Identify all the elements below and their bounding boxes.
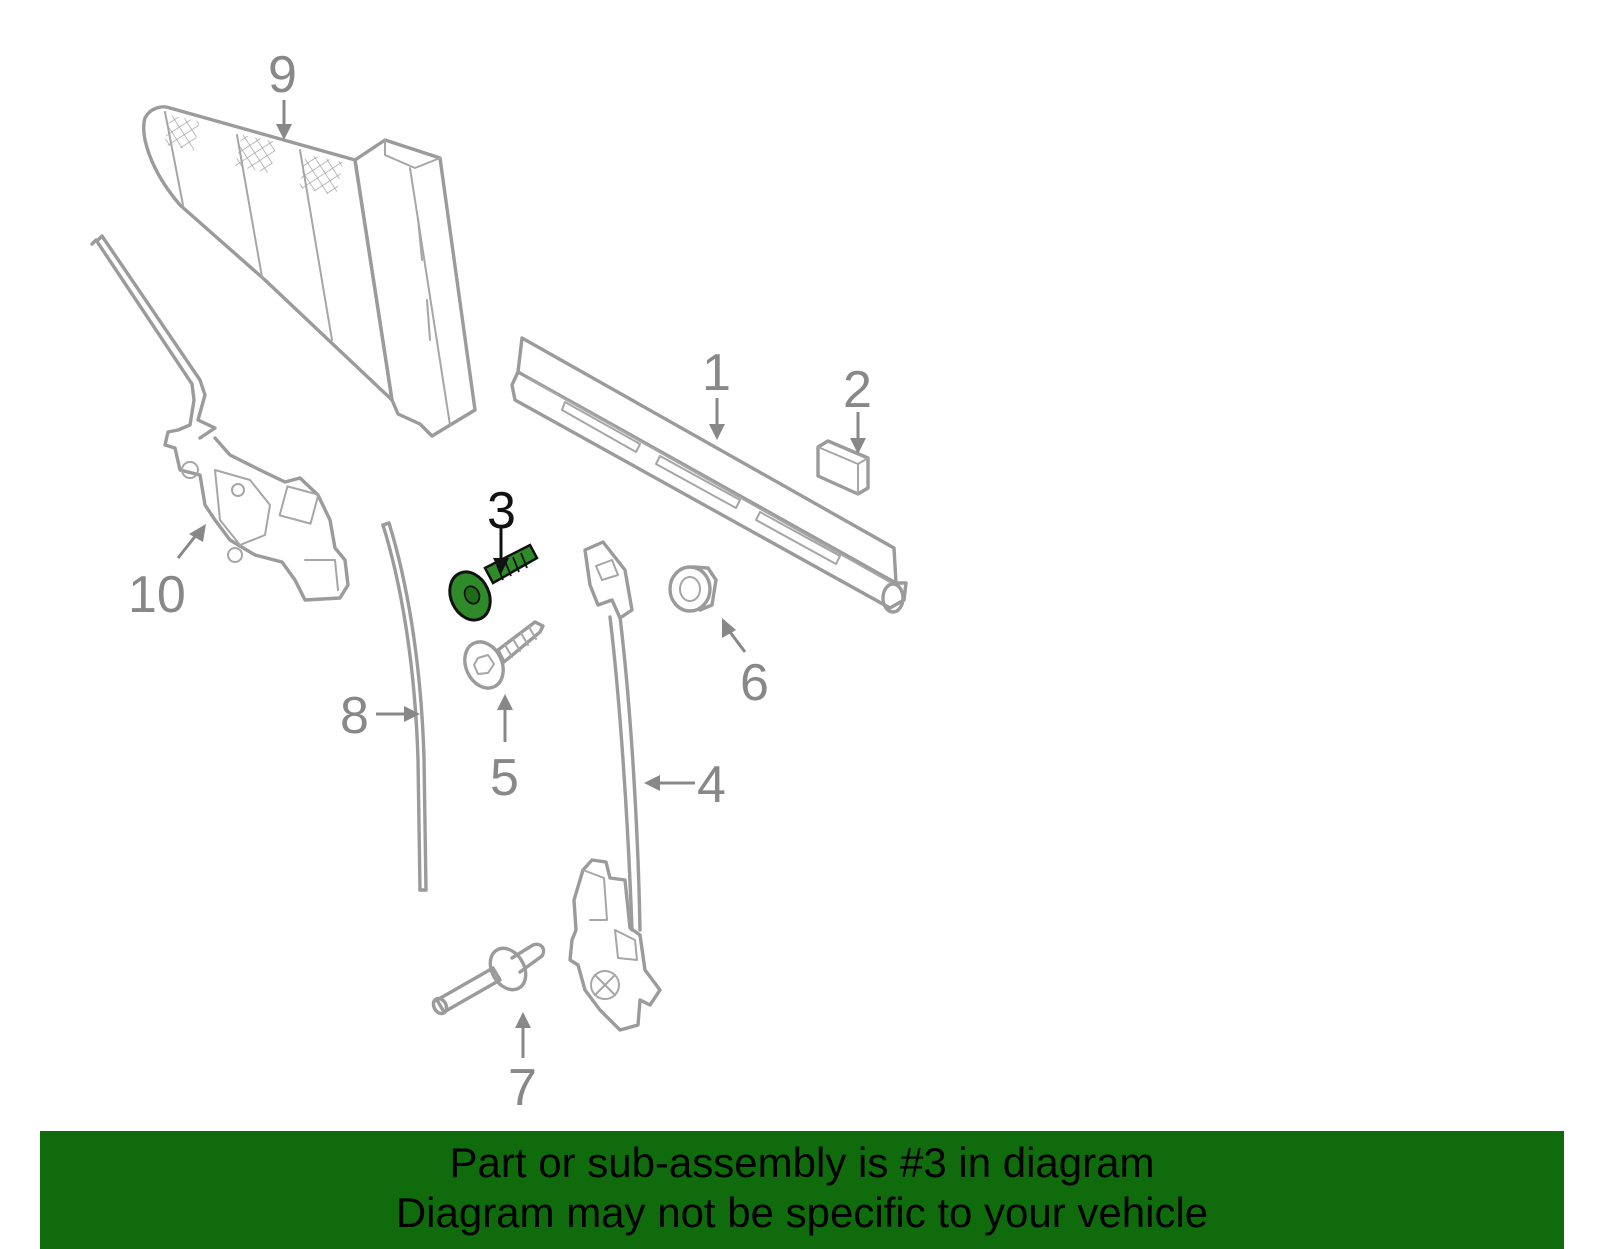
callout-2: 2 xyxy=(843,361,872,419)
banner-line-1: Part or sub-assembly is #3 in diagram xyxy=(449,1139,1155,1186)
part-8-guide-strip[interactable] xyxy=(381,521,428,892)
callout-3: 3 xyxy=(487,482,516,540)
callout-9: 9 xyxy=(268,46,297,104)
callout-1: 1 xyxy=(702,344,731,402)
part-10-regulator-bracket[interactable] xyxy=(90,234,350,602)
callout-6: 6 xyxy=(740,654,769,712)
callout-7: 7 xyxy=(508,1059,537,1117)
banner-line-2: Diagram may not be specific to your vehi… xyxy=(395,1189,1209,1236)
callout-5: 5 xyxy=(490,749,519,807)
callout-10: 10 xyxy=(128,566,186,624)
info-banner: Part or sub-assembly is #3 in diagram Di… xyxy=(40,1131,1564,1249)
parts-diagram: 9 10 1 2 3 5 6 8 4 7 xyxy=(90,46,908,1117)
part-7-rivet[interactable] xyxy=(431,942,546,1016)
part-9-quarter-glass[interactable] xyxy=(142,105,477,438)
leader-lines xyxy=(176,100,866,1058)
part-6-grommet[interactable] xyxy=(668,565,718,613)
part-3-bolt-highlighted[interactable] xyxy=(442,543,539,627)
callout-labels: 9 10 1 2 3 5 6 8 4 7 xyxy=(128,46,872,1117)
part-4-window-regulator[interactable] xyxy=(568,540,662,1032)
part-1-glass-channel[interactable] xyxy=(510,336,908,614)
callout-4: 4 xyxy=(697,756,726,814)
callout-8: 8 xyxy=(340,687,369,745)
part-5-screw[interactable] xyxy=(458,620,545,694)
part-2-pad[interactable] xyxy=(816,439,870,496)
